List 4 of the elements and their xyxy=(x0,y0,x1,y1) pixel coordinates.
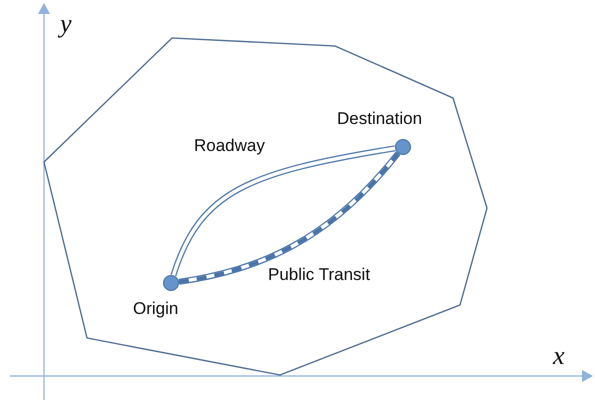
axis-label: x xyxy=(553,340,565,372)
place-label: Origin xyxy=(133,298,178,320)
axis-label: y xyxy=(60,4,72,43)
place-label: Destination xyxy=(337,108,422,130)
